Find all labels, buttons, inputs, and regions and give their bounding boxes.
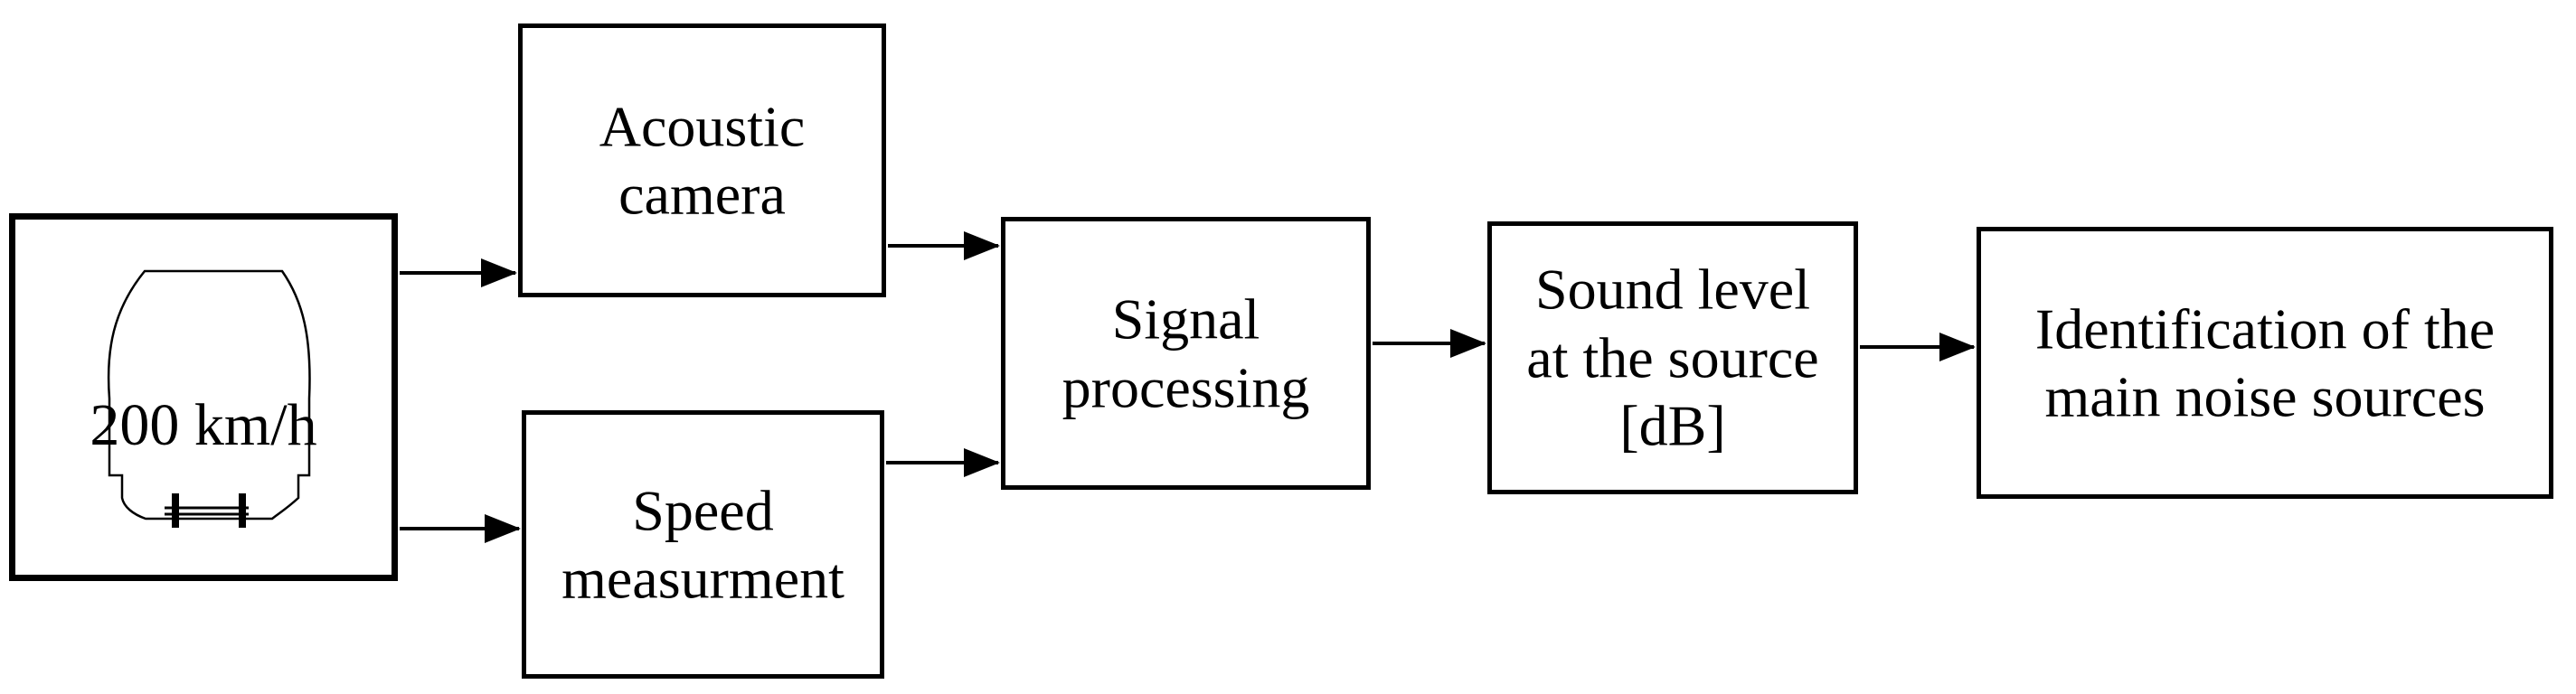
- sound-level-label: Sound level at the source [dB]: [1526, 257, 1819, 458]
- left-wheel: [172, 493, 179, 528]
- signal-processing-label: Signal processing: [1062, 286, 1310, 419]
- signal-processing-box: Signal processing: [1001, 217, 1371, 490]
- acoustic-camera-label: Acoustic camera: [599, 93, 806, 227]
- identification-label: Identification of the main noise sources: [2034, 295, 2496, 429]
- sound-level-box: Sound level at the source [dB]: [1487, 221, 1858, 494]
- speed-label: 200 km/h: [90, 392, 317, 458]
- train-source-box: 200 km/h: [9, 213, 398, 581]
- train-front-icon: [107, 269, 311, 528]
- acoustic-camera-box: Acoustic camera: [518, 23, 886, 297]
- speed-measurement-label: Speed measurment: [561, 477, 845, 611]
- right-wheel: [239, 493, 246, 528]
- train-body-outline: [107, 269, 311, 520]
- identification-box: Identification of the main noise sources: [1977, 227, 2553, 499]
- speed-measurement-box: Speed measurment: [522, 410, 884, 679]
